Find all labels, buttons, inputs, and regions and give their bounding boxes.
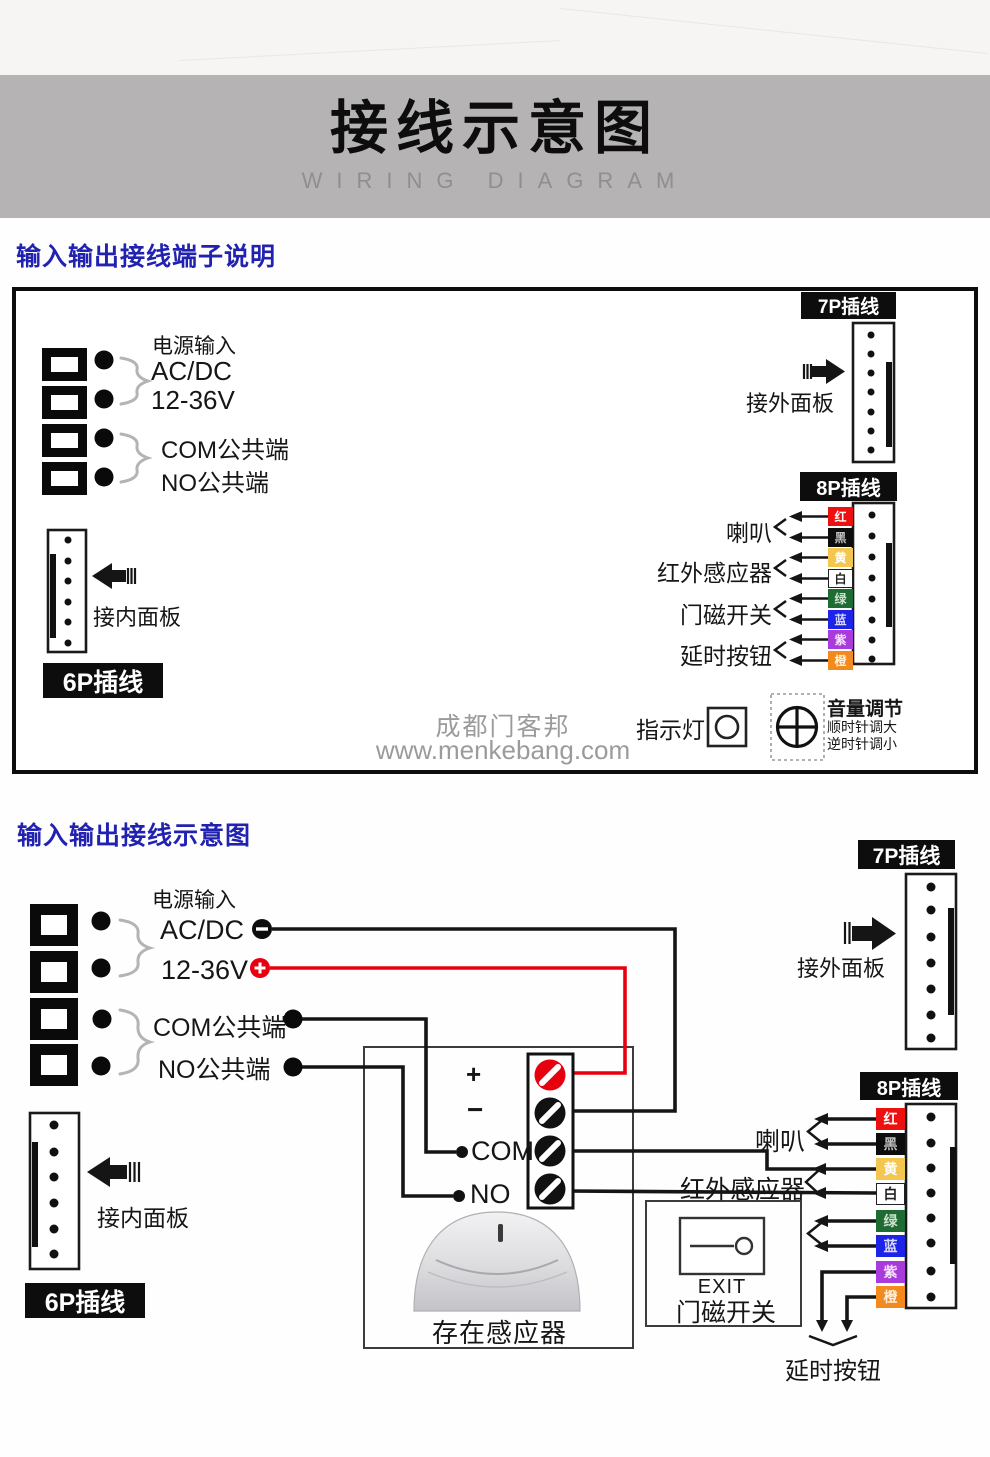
- s1-volume-title: 音量调节: [827, 699, 904, 720]
- s2-exit-text: EXIT: [697, 1276, 747, 1298]
- s2-sensor-com: COM: [471, 1136, 534, 1166]
- s2-chip-red: 红: [876, 1108, 905, 1130]
- paper-crease: [180, 40, 560, 61]
- s2-power-title: 电源输入: [152, 889, 236, 912]
- s2-sensor-minus: −: [467, 1094, 484, 1125]
- s1-acdc-label: AC/DC: [151, 356, 232, 386]
- s2-chip-yellow: 黄: [876, 1158, 905, 1180]
- s1-8p-badge: 8P插线: [800, 472, 897, 501]
- s2-com-label: COM公共端: [153, 1014, 287, 1042]
- s2-voltage-label: 12-36V: [161, 955, 249, 985]
- s2-outer-panel-label: 接外面板: [797, 956, 886, 981]
- s1-no-label: NO公共端: [161, 470, 269, 497]
- s2-sensor-name: 存在感应器: [432, 1318, 568, 1348]
- top-paper-strip: [0, 0, 990, 75]
- section2-heading: 输入输出接线示意图: [17, 822, 252, 850]
- page-title: 接线示意图: [329, 95, 660, 161]
- s1-chip-white: 白: [828, 569, 853, 588]
- s2-7p-badge: 7P插线: [858, 840, 955, 869]
- s1-chip-orange: 橙: [828, 651, 853, 670]
- s2-chip-purple: 紫: [876, 1261, 905, 1283]
- s2-inner-panel-label: 接内面板: [97, 1205, 189, 1231]
- page-subtitle: WIRING DIAGRAM: [301, 167, 689, 193]
- s1-chip-yellow: 黄: [828, 548, 853, 567]
- s1-outer-panel-label: 接外面板: [746, 391, 835, 416]
- s2-chip-black: 黑: [876, 1133, 905, 1155]
- watermark-name: 成都门客邦: [435, 713, 571, 741]
- section1-heading: 输入输出接线端子说明: [16, 243, 277, 271]
- s1-volume-ccw: 逆时针调小: [827, 736, 897, 752]
- s2-chip-blue: 蓝: [876, 1235, 905, 1257]
- s1-delay-label: 延时按钮: [680, 643, 772, 669]
- s1-power-title: 电源输入: [152, 335, 236, 358]
- s2-chip-orange: 橙: [876, 1286, 905, 1308]
- s1-chip-red: 红: [828, 507, 853, 526]
- s2-chip-green: 绿: [876, 1210, 905, 1232]
- s2-8p-connector: [904, 1102, 958, 1310]
- s2-exit-label: 门磁开关: [676, 1299, 777, 1327]
- s2-sensor-no: NO: [470, 1179, 511, 1209]
- s2-sensor-plus: +: [466, 1059, 482, 1089]
- title-band: 接线示意图 WIRING DIAGRAM: [0, 75, 990, 218]
- s1-speaker-label: 喇叭: [726, 520, 772, 546]
- s2-acdc-label: AC/DC: [160, 915, 245, 945]
- s1-ir-label: 红外感应器: [657, 560, 772, 586]
- s1-indicator-label: 指示灯: [636, 717, 705, 743]
- s1-chip-purple: 紫: [828, 630, 853, 649]
- s1-chip-blue: 蓝: [828, 610, 853, 629]
- s1-door-label: 门磁开关: [680, 602, 772, 628]
- s1-7p-badge: 7P插线: [801, 292, 896, 319]
- s1-chip-green: 绿: [828, 589, 853, 608]
- s2-chip-white: 白: [876, 1183, 905, 1205]
- watermark-url: www.menkebang.com: [375, 735, 631, 765]
- s2-speaker-label: 喇叭: [754, 1128, 805, 1156]
- s2-8p-badge: 8P插线: [860, 1072, 958, 1100]
- s2-6p-connector: [28, 1111, 141, 1271]
- exit-switch-box: [645, 1200, 802, 1327]
- s2-delay-label: 延时按钮: [785, 1358, 881, 1385]
- s2-no-label: NO公共端: [158, 1056, 271, 1084]
- s1-chip-black: 黑: [828, 528, 853, 547]
- paper-crease: [559, 8, 988, 54]
- s1-inner-panel-label: 接内面板: [93, 605, 182, 630]
- s1-volume-cw: 顺时针调大: [827, 719, 897, 735]
- s1-com-label: COM公共端: [161, 437, 289, 464]
- s2-6p-badge: 6P插线: [25, 1283, 145, 1318]
- s1-6p-badge: 6P插线: [43, 663, 163, 698]
- s2-ir-label: 红外感应器: [679, 1176, 805, 1204]
- s1-voltage-label: 12-36V: [151, 385, 235, 415]
